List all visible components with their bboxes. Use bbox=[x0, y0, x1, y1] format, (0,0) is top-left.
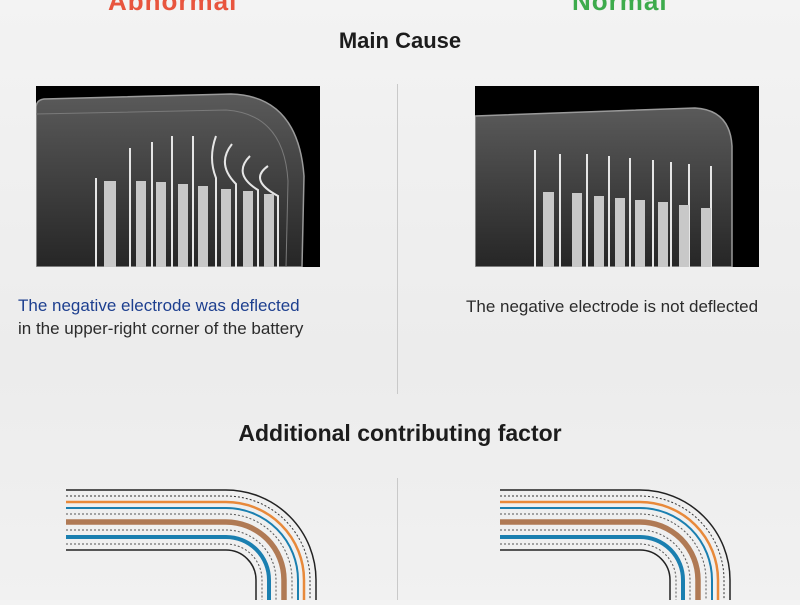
abnormal-caption: The negative electrode was deflected in … bbox=[18, 294, 303, 340]
normal-xray-image bbox=[475, 86, 759, 267]
abnormal-caption-highlight: The negative electrode was deflected bbox=[18, 296, 300, 315]
abnormal-caption-detail: in the upper-right corner of the battery bbox=[18, 319, 304, 338]
normal-caption: The negative electrode is not deflected bbox=[466, 297, 759, 316]
abnormal-label: Abnormal bbox=[108, 0, 238, 16]
additional-factor-title: Additional contributing factor bbox=[238, 420, 562, 446]
normal-layer-bend bbox=[500, 480, 770, 605]
normal-label: Normal bbox=[572, 0, 668, 16]
abnormal-xray-image bbox=[36, 86, 320, 267]
main-cause-title: Main Cause bbox=[338, 28, 462, 53]
abnormal-layer-bend bbox=[66, 480, 336, 605]
column-divider-bottom bbox=[397, 478, 398, 600]
column-divider-top bbox=[397, 84, 398, 394]
